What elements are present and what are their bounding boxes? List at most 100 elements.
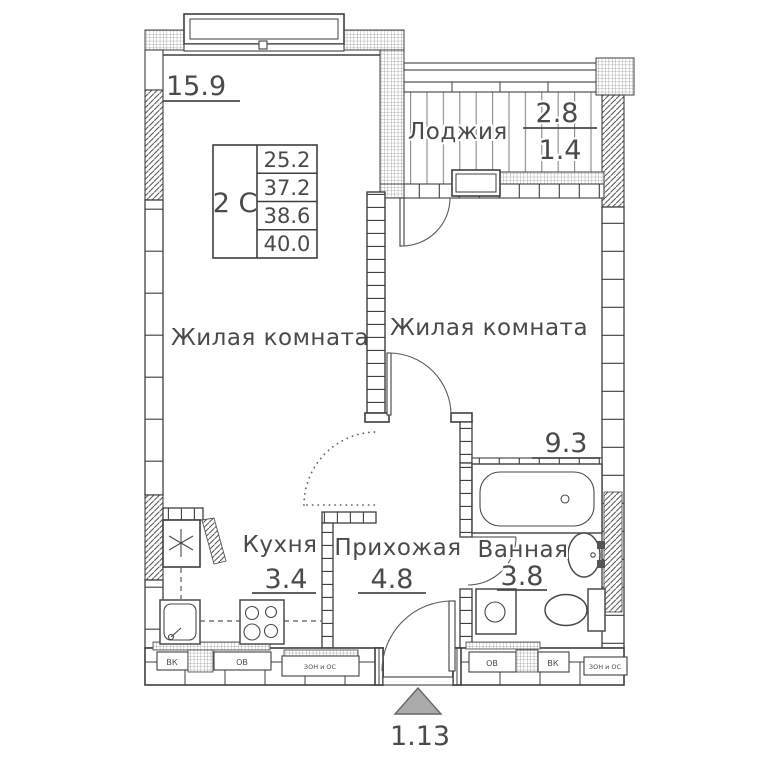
entrance-door-leaf [448, 600, 456, 672]
bathroom-sink-faucet [590, 552, 596, 558]
bathtub-drain [560, 494, 570, 504]
riser-label-vk-left: ВК [166, 658, 177, 667]
entrance-arrow-icon [393, 686, 443, 715]
bathroom-door-swing [467, 536, 517, 586]
balcony-door-glass [455, 173, 497, 193]
kitchen-sink-basin [163, 603, 197, 641]
stove-burner-1 [244, 605, 260, 621]
partition-bath-upper [459, 421, 473, 464]
toilet-tank [587, 588, 606, 632]
riser-label-ov-right: ОВ [486, 659, 498, 668]
bathroom-sink-bracket-bottom [597, 560, 605, 568]
doors [303, 197, 517, 672]
balcony-door-leaf [399, 197, 405, 247]
toilet-bowl [544, 593, 588, 627]
room-door-swing [388, 352, 452, 416]
kitchen-sink-faucet [167, 633, 175, 641]
living1-area: 15.9 [166, 71, 226, 102]
wall-right-bath-hatch [603, 491, 623, 613]
wall-bottom: ВК ОВ ЗОН и ОС ОВ ВК ЗОН и ОС [144, 641, 628, 686]
entrance-door-swing [381, 600, 453, 672]
wall-top-right-corner [595, 57, 635, 96]
vent-shaft-icon [168, 529, 194, 557]
unit-area-reduced: 38.6 [264, 204, 311, 228]
riser-box-vk-right [537, 651, 570, 673]
wall-loggia-right [601, 94, 625, 208]
partition-bath-left-2 [459, 588, 473, 649]
riser-label-vk-right: ВК [547, 659, 558, 668]
stove-burner-3 [243, 623, 261, 641]
wall-top-left-segment [144, 29, 185, 51]
bathroom-area: 3.8 [501, 561, 544, 592]
bathtub [471, 463, 603, 534]
kitchen-counter-outline [180, 568, 321, 622]
loggia-floor [404, 92, 602, 184]
living2-name: Жилая комната [390, 315, 588, 341]
riser-note-right: ЗОН и ОС [589, 663, 622, 671]
partition-rooms-foot [364, 412, 390, 423]
wall-kitchen-top [162, 507, 204, 521]
partition-bath-stub [450, 412, 473, 423]
hallway-name: Прихожая [334, 535, 461, 561]
summary-table: 2 С 25.2 37.2 38.6 40.0 [212, 144, 318, 259]
balcony-door-swing [401, 197, 451, 247]
wall-left-segment-1 [144, 49, 164, 91]
stove-burner-4 [263, 623, 279, 639]
riser-label-ov-left: ОВ [236, 658, 248, 667]
loggia-area-reduced: 1.4 [539, 135, 582, 166]
fixtures [159, 463, 606, 645]
bathroom-sink [567, 532, 601, 578]
kitchen-area: 3.4 [265, 564, 308, 595]
loggia-area: 2.8 [536, 98, 579, 129]
note-box-left [281, 655, 360, 677]
living2-area: 9.3 [545, 428, 588, 459]
wall-loggia-bottom-hatch [497, 171, 605, 185]
kitchen-sink [159, 599, 201, 645]
kitchen-name: Кухня [243, 532, 318, 558]
note-hatch-left [283, 649, 359, 657]
riser-hatch-left [187, 649, 214, 673]
room-labels: 15.9 Жилая комната Жилая комната 9.3 Лод… [163, 71, 600, 595]
entrance-width-label: 1.13 [390, 721, 450, 752]
wall-loggia-left-column [379, 49, 405, 193]
washing-machine-door [484, 601, 506, 623]
unit-type-label: 2 С [213, 188, 258, 219]
entrance-threshold [382, 676, 454, 686]
wall-hallway-top [321, 511, 377, 524]
riser-box-ov-left [213, 651, 272, 671]
stove [239, 599, 285, 645]
vent-duct-hatch [201, 517, 227, 565]
wall-left-hatch-1 [144, 89, 164, 201]
partition-kitchen-hall [321, 522, 334, 649]
riser-note-left: ЗОН и ОС [304, 663, 337, 671]
note-box-right [583, 656, 628, 676]
open-passage-swing [303, 431, 378, 506]
walls [144, 13, 635, 649]
stove-burner-2 [264, 605, 278, 619]
wall-loggia-bottom-left [379, 183, 405, 199]
wall-left-panels-1 [144, 199, 164, 496]
wall-top-right-segment [343, 29, 405, 51]
unit-area-no-loggia: 37.2 [264, 176, 311, 200]
unit-area-living: 25.2 [264, 148, 311, 172]
bathtub-inner [479, 471, 595, 527]
partition-bath-left-1 [459, 462, 473, 538]
washing-machine [475, 588, 517, 635]
window-sill-tick [258, 40, 268, 50]
wall-loggia-bottom [403, 183, 605, 199]
bathroom-sink-bracket-top [597, 541, 605, 549]
entrance-marker: 1.13 [390, 686, 450, 752]
hallway-area: 4.8 [371, 564, 414, 595]
wall-bottom-hatch-right [465, 641, 541, 650]
riser-hatch-right [515, 649, 539, 673]
loggia-name: Лоджия [408, 119, 508, 145]
window-glass [189, 18, 339, 40]
unit-area-total: 40.0 [264, 232, 311, 256]
living1-name: Жилая комната [171, 325, 369, 351]
room-door-leaf [386, 352, 392, 416]
loggia-outer-wall [403, 62, 601, 71]
wall-left-hatch-2 [144, 494, 164, 581]
loggia-glazing [403, 81, 601, 93]
